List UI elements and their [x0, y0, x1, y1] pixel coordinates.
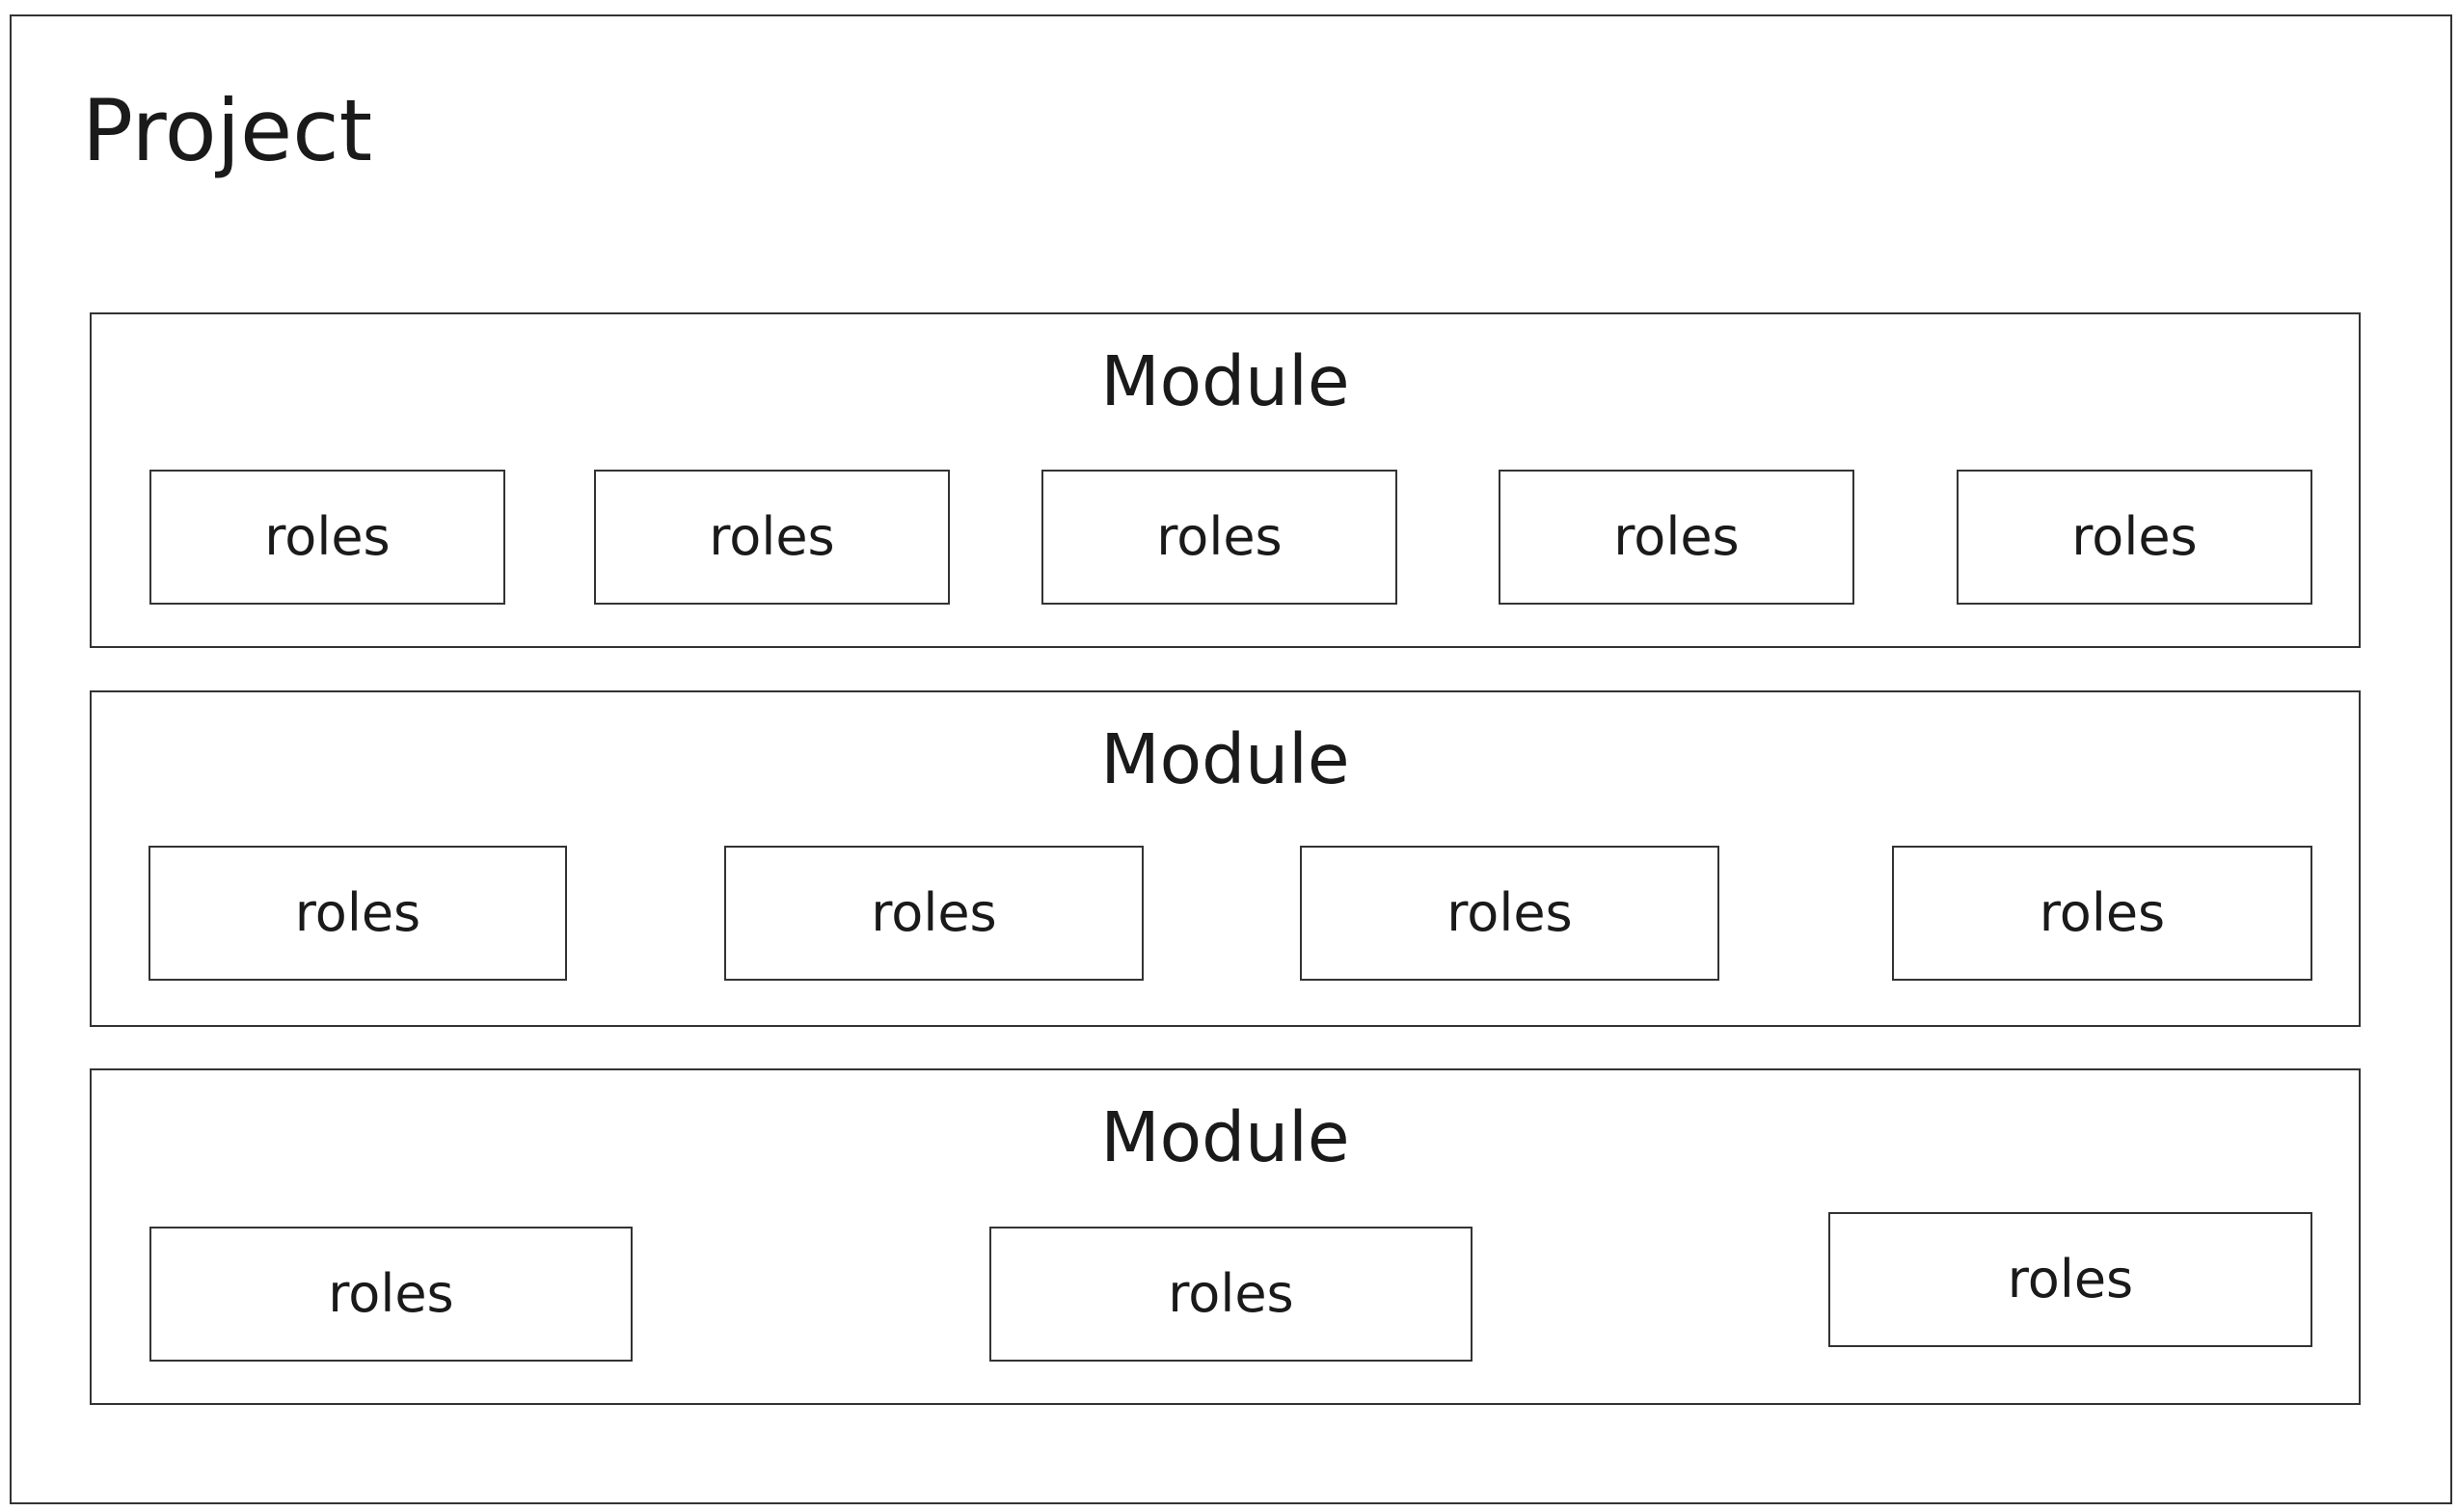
role-label: roles	[1613, 506, 1740, 567]
module-title: Module	[1100, 341, 1350, 421]
role-box: roles	[1041, 470, 1397, 605]
role-label: roles	[1156, 506, 1283, 567]
role-box: roles	[1300, 846, 1719, 981]
role-box: roles	[989, 1227, 1473, 1362]
role-label: roles	[294, 882, 421, 943]
module-title: Module	[1100, 1097, 1350, 1177]
role-label: roles	[264, 506, 391, 567]
role-label: roles	[1446, 882, 1573, 943]
role-label: roles	[1168, 1263, 1294, 1324]
role-box: roles	[149, 1227, 633, 1362]
role-label: roles	[2007, 1249, 2134, 1310]
role-box: roles	[1957, 470, 2312, 605]
role-box: roles	[594, 470, 950, 605]
role-label: roles	[2071, 506, 2198, 567]
project-title: Project	[82, 81, 373, 180]
role-label: roles	[328, 1263, 454, 1324]
role-box: roles	[149, 846, 567, 981]
role-box: roles	[1499, 470, 1854, 605]
role-box: roles	[1828, 1212, 2312, 1347]
role-box: roles	[149, 470, 505, 605]
role-box: roles	[724, 846, 1144, 981]
role-label: roles	[709, 506, 835, 567]
role-box: roles	[1892, 846, 2312, 981]
module-title: Module	[1100, 719, 1350, 799]
role-label: roles	[871, 882, 997, 943]
role-label: roles	[2039, 882, 2166, 943]
